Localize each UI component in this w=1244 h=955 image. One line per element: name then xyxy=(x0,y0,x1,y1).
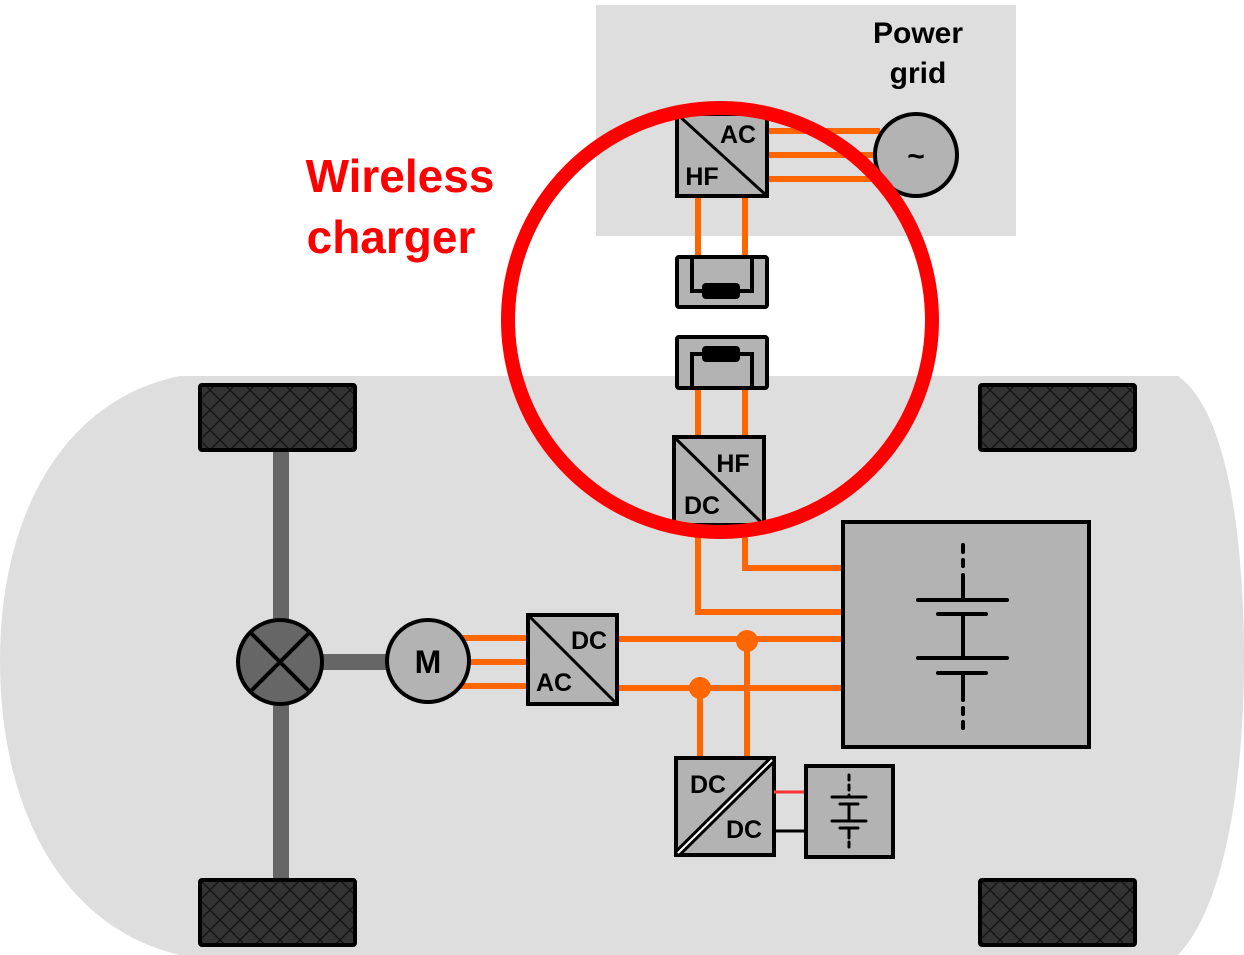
svg-text:AC: AC xyxy=(536,669,572,697)
junction-node xyxy=(736,630,758,652)
grid-converter-ac-hf: AC HF xyxy=(675,112,769,198)
ac-source-icon: ~ xyxy=(873,112,959,198)
receiver-coil-icon xyxy=(675,335,769,390)
power-grid-label-line1: Power xyxy=(873,17,963,50)
junction-node xyxy=(689,677,711,699)
svg-text:AC: AC xyxy=(720,121,756,149)
svg-text:M: M xyxy=(415,644,442,680)
svg-text:~: ~ xyxy=(907,140,925,173)
motor-icon: M xyxy=(385,618,471,704)
svg-text:DC: DC xyxy=(726,816,762,844)
svg-text:DC: DC xyxy=(571,627,607,655)
main-battery-icon xyxy=(841,520,1091,749)
wheel-rear-left xyxy=(198,878,357,947)
wireless-charger-highlight-circle xyxy=(501,101,939,539)
wheel-rear-right xyxy=(978,878,1137,947)
power-grid-label-line2: grid xyxy=(890,57,947,90)
motor-inverter-dc-ac: DC AC xyxy=(526,613,619,706)
vehicle-power-lines xyxy=(460,388,843,760)
svg-text:DC: DC xyxy=(690,771,726,799)
vehicle-converter-hf-dc: HF DC xyxy=(672,435,766,527)
transmitter-coil-icon xyxy=(675,255,769,309)
svg-text:HF: HF xyxy=(685,163,718,191)
wheel-front-right xyxy=(978,383,1137,452)
svg-text:HF: HF xyxy=(716,450,749,478)
differential-icon xyxy=(236,618,324,706)
wireless-charger-label-line2: charger xyxy=(307,211,476,263)
wireless-charger-label-line1: Wireless xyxy=(306,150,495,202)
aux-converter-dc-dc: DC DC xyxy=(674,756,776,857)
wheel-front-left xyxy=(198,383,357,452)
aux-battery-icon xyxy=(804,764,895,859)
svg-text:DC: DC xyxy=(684,492,720,520)
